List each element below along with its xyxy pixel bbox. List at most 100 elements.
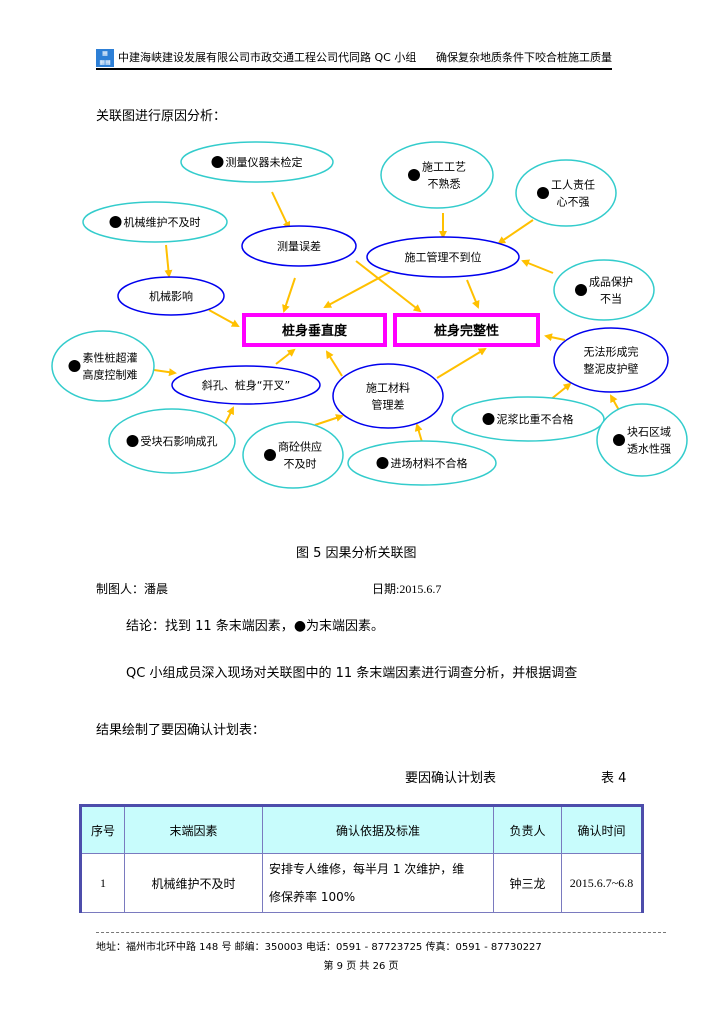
col-header: 末端因素: [124, 805, 263, 854]
arrow: [549, 382, 572, 401]
bullet-icon: [264, 449, 276, 461]
node-ellipse: [347, 440, 497, 486]
node-label: 高度控制难: [83, 368, 138, 382]
node-label: 施工材料: [366, 381, 410, 395]
arrow: [271, 191, 291, 230]
node-ellipse: [380, 141, 494, 209]
diagram-node: 斜孔、桩身“开叉”: [171, 365, 321, 405]
node-ellipse: [553, 259, 655, 321]
page-header: ▦▦▦ 中建海峡建设发展有限公司市政交通工程公司代同路 QC 小组 确保复杂地质…: [96, 48, 612, 70]
node-ellipse: [515, 159, 617, 227]
col-header: 序号: [80, 805, 125, 854]
node-label: 无法形成完: [584, 345, 639, 359]
result-label: 桩身完整性: [434, 323, 499, 339]
bullet-icon: [376, 457, 389, 469]
bullet-icon: [68, 360, 81, 372]
node-ellipse: [451, 396, 605, 442]
cell-time: 2015.6.7~6.8: [561, 853, 643, 913]
arrow: [355, 260, 422, 313]
node-label: 施工管理不到位: [405, 250, 482, 264]
node-label: 工人责任: [551, 179, 595, 192]
bullet-icon: [211, 156, 224, 168]
table-header-row: 序号 末端因素 确认依据及标准 负责人 确认时间: [80, 805, 643, 854]
node-label: 泥浆比重不合格: [497, 412, 574, 426]
node-label: 机械维护不及时: [124, 215, 201, 229]
node-label: 施工工艺: [422, 161, 466, 174]
node-label: 整泥皮护壁: [584, 362, 639, 376]
node-ellipse: [108, 408, 236, 474]
figure-caption: 图 5 因果分析关联图: [296, 546, 417, 561]
node-label: 商砼供应: [278, 440, 322, 454]
node-label: 测量误差: [277, 239, 321, 253]
bullet-icon: ●: [293, 618, 307, 634]
arrow: [314, 414, 344, 426]
node-label: 斜孔、桩身“开叉”: [202, 378, 290, 392]
cell-basis-line2: 修保养率 100%: [269, 890, 356, 904]
col-header: 负责人: [493, 805, 562, 854]
header-project: 确保复杂地质条件下咬合桩施工质量: [436, 51, 612, 64]
diagram-node: 施工管理不到位: [366, 236, 520, 278]
cell-no: 1: [80, 853, 125, 913]
node-ellipse: [241, 225, 357, 267]
arrow: [414, 423, 423, 443]
bullet-icon: [482, 413, 495, 425]
page-footer: 地址：福州市北环中路 148 号 邮编：350003 电话：0591 - 877…: [96, 932, 666, 972]
diagram-node: 机械影响: [117, 276, 225, 316]
arrow: [325, 350, 343, 377]
diagram-node: 受块石影响成孔: [108, 408, 236, 474]
node-label: 素性桩超灌: [83, 351, 138, 365]
node-ellipse: [117, 276, 225, 316]
arrow: [544, 333, 566, 342]
result-label: 桩身垂直度: [282, 323, 348, 339]
node-label: 不当: [600, 292, 622, 306]
bullet-icon: [575, 284, 587, 296]
company-logo: ▦▦▦: [96, 49, 114, 67]
node-label: 受块石影响成孔: [141, 435, 218, 448]
node-label: 测量仪器未检定: [226, 155, 303, 169]
conclusion: 结论：找到 11 条末端因素，●为末端因素。: [126, 615, 384, 634]
col-header: 确认时间: [561, 805, 643, 854]
node-ellipse: [332, 363, 444, 429]
diagram-node: 测量误差: [241, 225, 357, 267]
node-ellipse: [596, 403, 688, 477]
cell-factor: 机械维护不及时: [124, 853, 263, 913]
bullet-icon: [408, 169, 420, 181]
table-title: 要因确认计划表: [405, 771, 497, 786]
result-box: 桩身垂直度: [242, 313, 387, 347]
page-number: 第 9 页 共 26 页: [323, 961, 399, 972]
node-label: 块石区域: [627, 426, 671, 439]
node-label: 机械影响: [149, 289, 193, 303]
node-ellipse: [366, 236, 520, 278]
diagram-node: 进场材料不合格: [347, 440, 497, 486]
diagram-node: 机械维护不及时: [82, 201, 228, 243]
arrow: [466, 279, 480, 309]
node-ellipse: [553, 327, 669, 393]
arrow: [153, 368, 177, 377]
node-ellipse: [51, 330, 155, 402]
node-label: 不熟悉: [428, 177, 461, 191]
node-ellipse: [171, 365, 321, 405]
node-label: 不及时: [284, 458, 317, 471]
cell-person: 钟三龙: [493, 853, 562, 913]
arrow: [497, 219, 534, 245]
arrow: [436, 347, 487, 379]
conclusion-text-after: 为末端因素。: [306, 619, 385, 634]
node-label: 管理差: [372, 398, 405, 412]
section-title: 关联图进行原因分析：: [96, 109, 227, 124]
node-label: 成品保护: [589, 275, 633, 289]
paragraph-1: QC 小组成员深入现场对关联图中的 11 条末端因素进行调查分析，并根据调查: [126, 666, 578, 681]
author-label: 制图人：潘晨: [96, 582, 169, 596]
header-company: 中建海峡建设发展有限公司市政交通工程公司代同路 QC 小组: [118, 51, 417, 64]
arrow: [224, 406, 234, 425]
cell-basis: 安排专人维修，每半月 1 次维护，维 修保养率 100%: [262, 853, 494, 913]
relation-diagram: 测量仪器未检定施工工艺不熟悉工人责任心不强机械维护不及时测量误差施工管理不到位成…: [51, 141, 688, 489]
arrow: [275, 348, 296, 365]
